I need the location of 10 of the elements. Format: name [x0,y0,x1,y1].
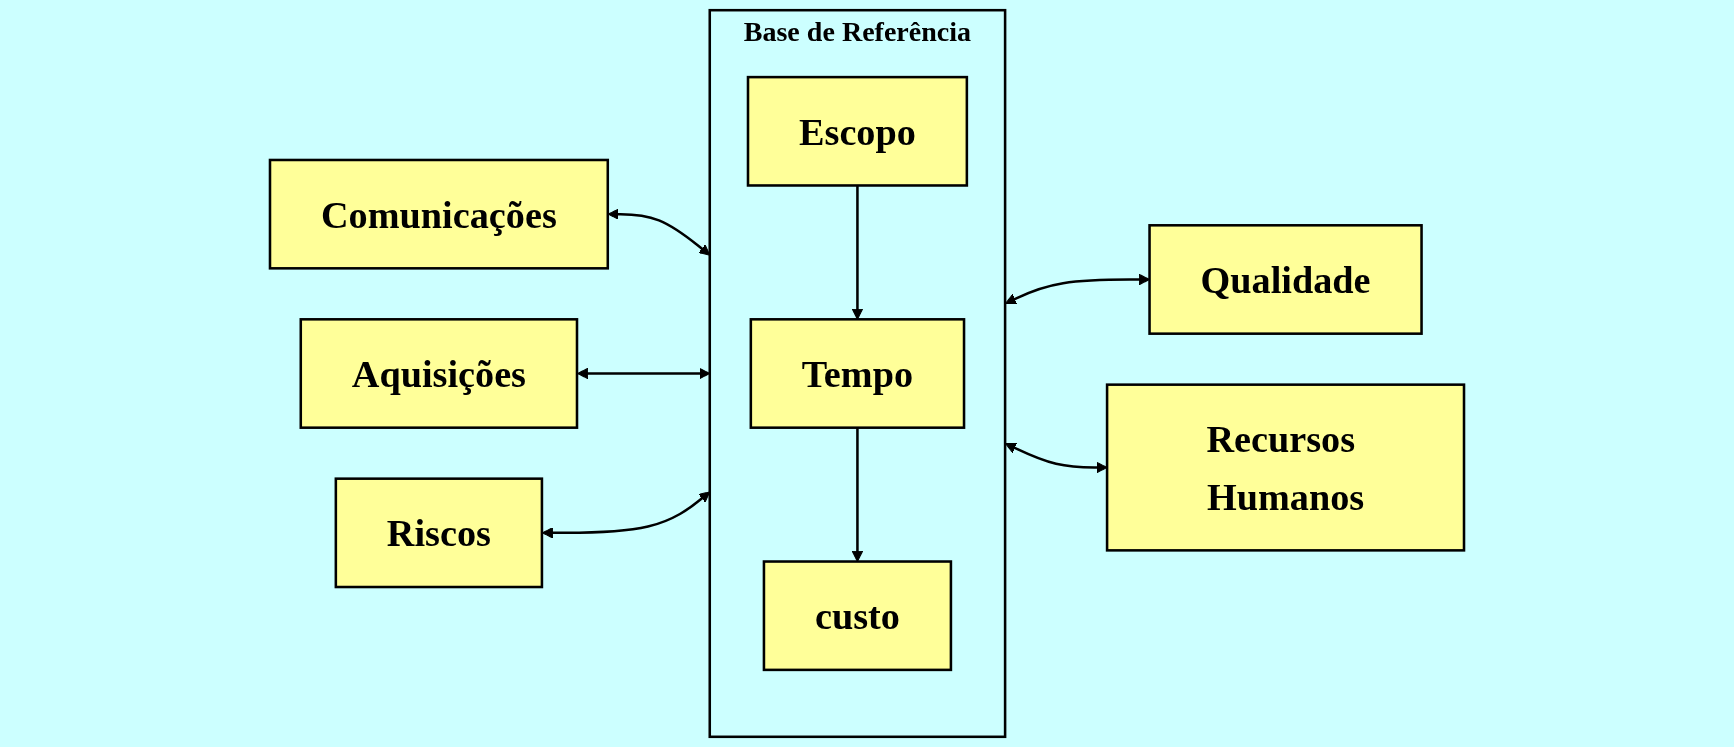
node-box: Tempo [749,318,966,429]
node-box: Riscos [334,477,544,589]
arrow [851,185,864,320]
arrow [1005,442,1108,474]
node-box: Aquisições [299,318,579,429]
node-box: Recursos Humanos [1105,383,1466,552]
node-box: Escopo [746,75,969,187]
node-box: Comunicações [268,158,610,270]
node-box: Qualidade [1148,224,1423,335]
node-box: custo [762,560,953,672]
